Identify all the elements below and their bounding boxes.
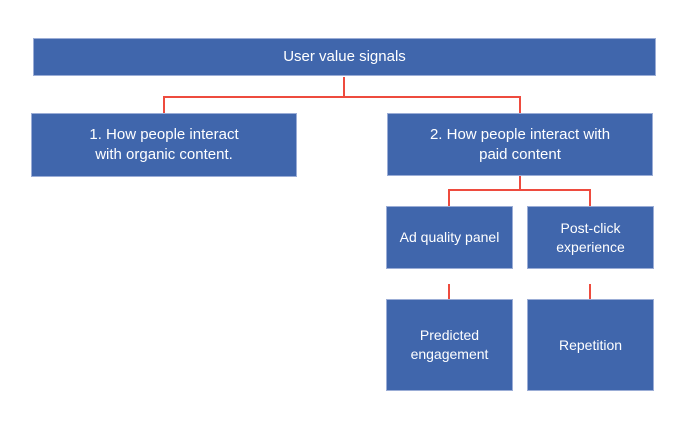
node-predicted-engagement: Predicted engagement [386,299,513,391]
node-ad-quality-panel-label: Ad quality panel [399,229,500,245]
connector-paid-crossbar [448,189,591,191]
node-user-value-signals-label: User value signals [283,48,406,65]
connector-root-crossbar [163,96,521,98]
connector-to-predicted-engagement [448,284,450,300]
connector-root-stem [343,77,345,98]
node-repetition-label: Repetition [558,336,623,353]
node-organic-content-interaction: 1. How people interact with organic cont… [31,113,297,177]
connector-to-repetition [589,284,591,300]
node-predicted-engagement-label: Predicted engagement [410,327,489,362]
connector-to-organic [163,96,165,114]
connector-to-post-click [589,189,591,207]
node-ad-quality-panel: Ad quality panel [386,206,513,269]
node-post-click-experience: Post-click experience [527,206,654,269]
node-repetition: Repetition [527,299,654,391]
node-organic-content-interaction-label: 1. How people interact with organic cont… [89,126,239,163]
connector-to-paid [519,96,521,114]
connector-to-ad-quality [448,189,450,207]
connector-paid-stem [519,176,521,191]
node-user-value-signals: User value signals [33,38,656,76]
node-post-click-experience-label: Post-click experience [556,219,625,255]
node-paid-content-interaction: 2. How people interact with paid content [387,113,653,176]
node-paid-content-interaction-label: 2. How people interact with paid content [429,125,611,163]
